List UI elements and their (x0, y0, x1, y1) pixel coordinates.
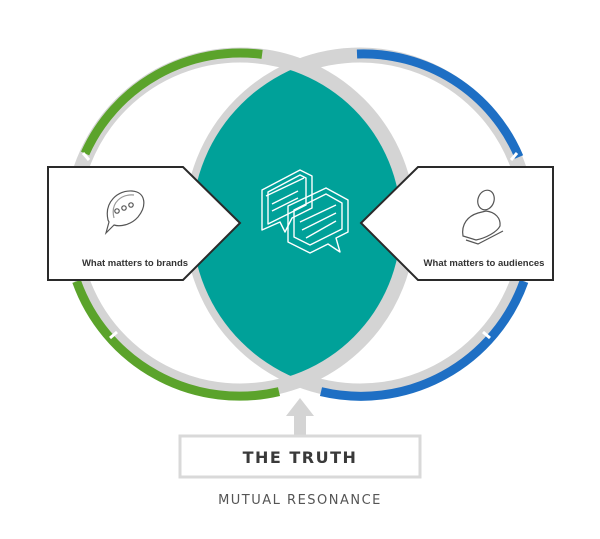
audience-ring-tick (509, 152, 519, 161)
subtitle: MUTUAL RESONANCE (218, 493, 382, 508)
center-title: THE TRUTH (243, 448, 358, 467)
brand-ring-tick (81, 152, 91, 161)
audience-label-box (359, 166, 554, 281)
speech-bubble-icon (104, 190, 145, 236)
person-icon (462, 189, 504, 245)
brand-ring-bottom-arc (72, 279, 281, 401)
interlocking-chat-bubbles-icon (261, 169, 349, 254)
up-arrow (286, 398, 314, 436)
brand-ring-top-arc (80, 48, 263, 156)
brand-label: What matters to brands (82, 258, 188, 269)
audience-ring-tick (482, 330, 491, 340)
audience-ring-top-arc (356, 49, 524, 159)
audience-label: What matters to audiences (424, 258, 545, 269)
brand-ring-tick (109, 330, 118, 340)
brand-label-box (47, 166, 242, 281)
audience-ring-bottom-arc (319, 279, 529, 401)
truth-box (178, 434, 422, 479)
